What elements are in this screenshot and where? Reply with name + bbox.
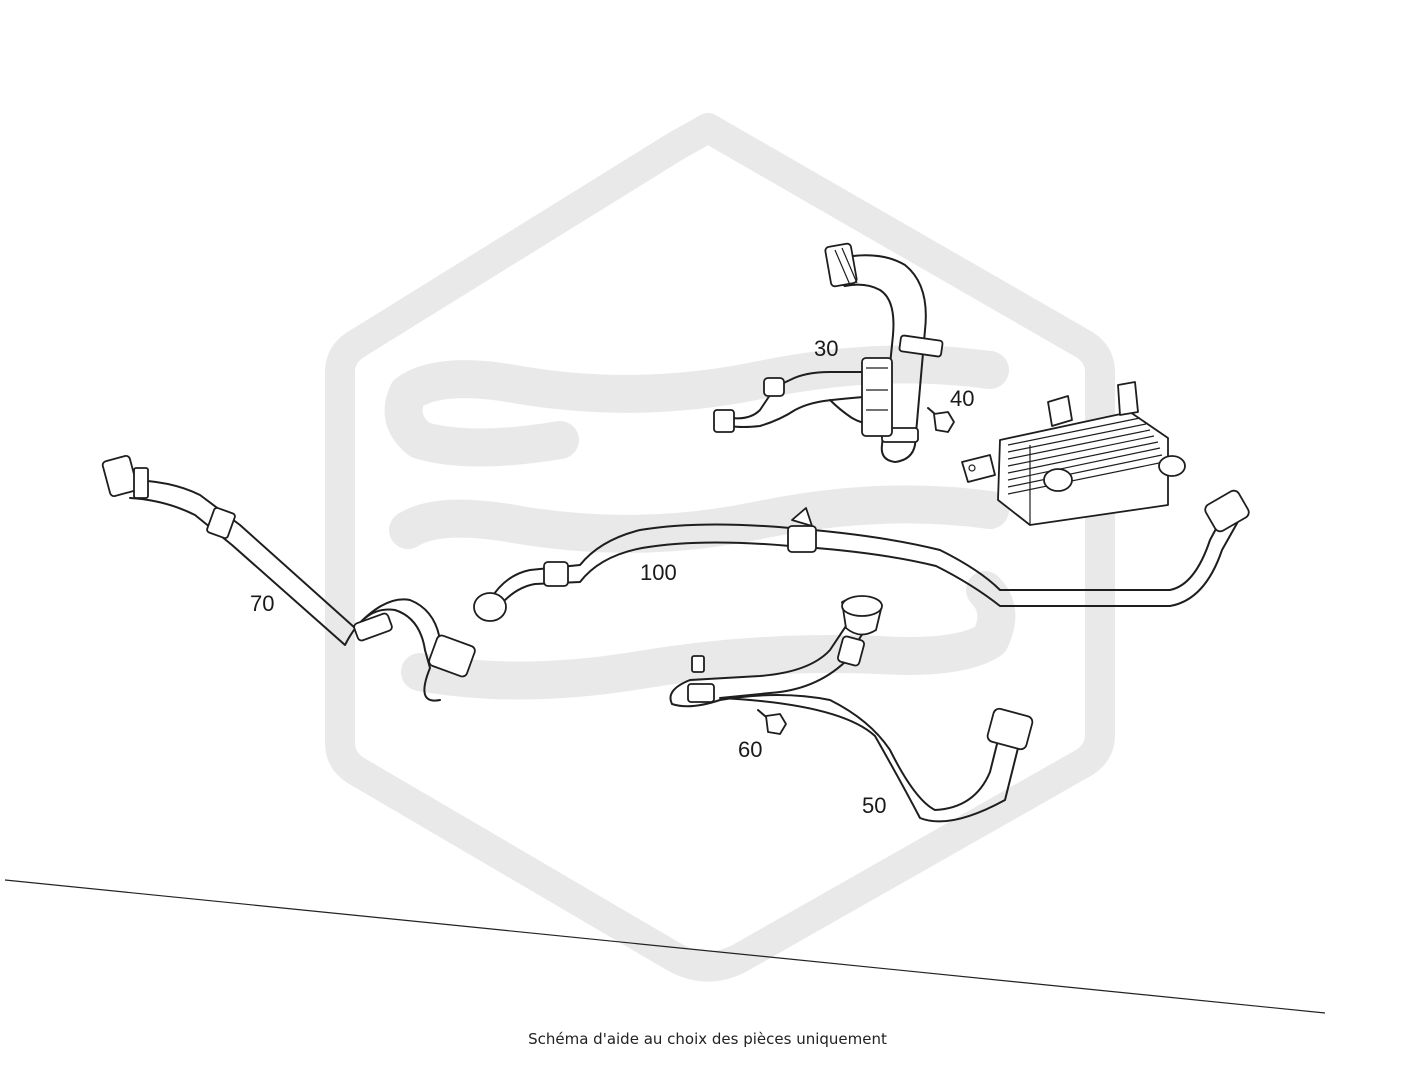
callout-30[interactable]: 30 (814, 336, 838, 361)
diagram-caption: Schéma d'aide au choix des pièces unique… (528, 1030, 887, 1048)
oil-cooler[interactable] (961, 381, 1186, 526)
callout-60[interactable]: 60 (738, 737, 762, 762)
hose-part-100[interactable] (473, 489, 1251, 622)
watermark-logo (325, 113, 1115, 982)
callout-50[interactable]: 50 (862, 793, 886, 818)
callout-100[interactable]: 100 (640, 560, 677, 585)
reference-line (4, 879, 1326, 1014)
screw-part-40[interactable] (927, 407, 955, 433)
callout-70[interactable]: 70 (250, 591, 274, 616)
hose-part-50[interactable] (669, 595, 1034, 823)
hose-part-70[interactable] (101, 454, 476, 702)
callout-40[interactable]: 40 (950, 386, 974, 411)
hose-part-30[interactable] (713, 242, 944, 463)
screw-part-60[interactable] (757, 709, 787, 735)
